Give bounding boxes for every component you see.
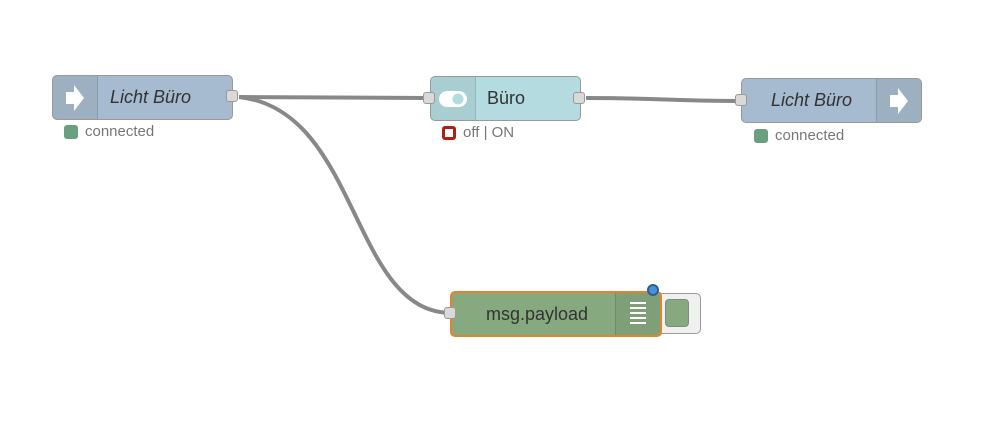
debug-label: msg.payload — [486, 303, 589, 324]
mqtt-in-output-port[interactable] — [226, 90, 238, 102]
mqtt-out-input-port[interactable] — [735, 94, 747, 106]
debug-node[interactable]: msg.payload — [450, 291, 662, 337]
debug-list-icon — [630, 302, 646, 324]
debug-input-port[interactable] — [444, 307, 456, 319]
mqtt-out-node[interactable]: Licht Büro — [741, 78, 922, 123]
changed-indicator-icon — [647, 284, 659, 296]
arrow-right-icon — [890, 87, 908, 114]
toggle-switch-icon — [439, 90, 467, 107]
switch-status: off | ON — [442, 124, 514, 141]
status-dot-icon — [754, 128, 768, 143]
mqtt-in-status: connected — [64, 123, 154, 140]
mqtt-in-label: Licht Büro — [110, 87, 192, 107]
switch-output-port[interactable] — [573, 92, 585, 104]
mqtt-in-status-text: connected — [85, 123, 155, 140]
switch-input-port[interactable] — [423, 92, 435, 104]
status-dot-icon — [64, 124, 78, 139]
switch-label: Büro — [487, 88, 526, 108]
mqtt-in-icon-box — [53, 76, 98, 119]
switch-status-text: off | ON — [463, 124, 515, 141]
mqtt-out-status-text: connected — [775, 127, 845, 144]
mqtt-out-icon-box — [876, 79, 921, 122]
mqtt-out-status: connected — [754, 127, 844, 144]
wire-switch-to-mqtt-out[interactable] — [585, 96, 742, 103]
wire-mqtt-in-to-debug[interactable] — [238, 95, 452, 315]
switch-icon-box — [431, 77, 476, 120]
switch-node[interactable]: Büro — [430, 76, 581, 121]
debug-icon-box — [615, 293, 660, 335]
status-ring-icon — [442, 125, 456, 140]
debug-enable-toggle[interactable] — [658, 293, 701, 334]
arrow-right-icon — [66, 84, 84, 111]
debug-toggle-button[interactable] — [665, 299, 689, 327]
wire-mqtt-in-to-switch[interactable] — [238, 95, 431, 100]
mqtt-out-label: Licht Büro — [771, 90, 853, 110]
mqtt-in-node[interactable]: Licht Büro — [52, 75, 233, 120]
